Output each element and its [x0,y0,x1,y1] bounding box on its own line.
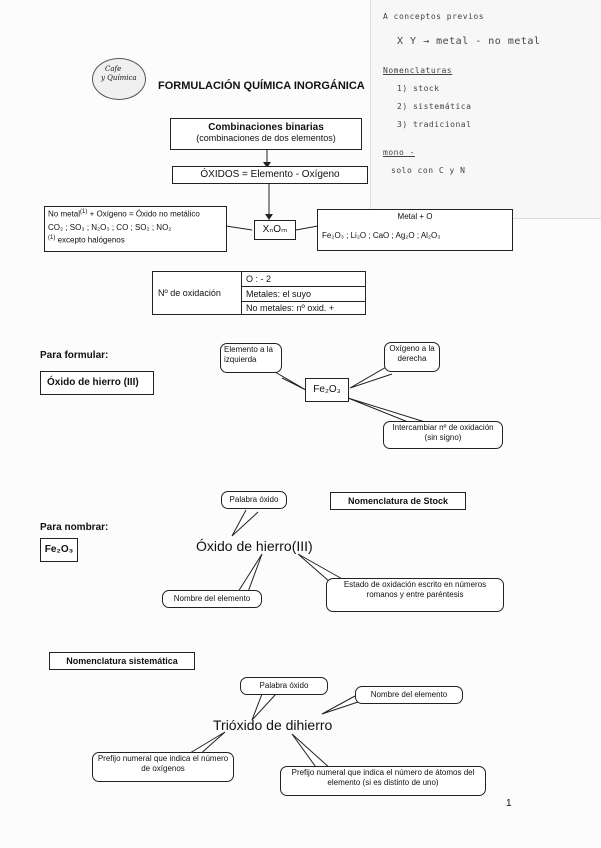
oxidos-box: ÓXIDOS = Elemento - Oxígeno [172,166,368,184]
stock-name: Óxido de hierro(III) [196,538,313,554]
logo: Cafe y Química [92,58,146,100]
metal-box: Metal + O Fe₂O₃ ; Li₂O ; CaO ; Ag₂O ; Al… [317,209,513,251]
nonmetal-examples: CO₂ ; SO₃ ; N₂O₃ ; CO ; SO₂ ; NO₂ [48,222,172,232]
oxidos-label: ÓXIDOS = Elemento - Oxígeno [200,169,340,180]
formular-example-box: Óxido de hierro (III) [40,371,154,395]
logo-line: Cafe [105,65,122,73]
sistematica-name: Trióxido de dihierro [213,717,333,733]
nonmetal-sup: (1) [80,209,88,215]
formular-example: Óxido de hierro (III) [47,377,139,388]
note-line: 1) stock [397,84,440,93]
sistematica-label-box: Nomenclatura sistemática [49,652,195,670]
callout-nombre-elemento: Nombre del elemento [162,590,262,608]
nonmetal-box: No metal(1) + Oxígeno = Óxido no metálic… [44,206,227,252]
handwritten-note: A conceptos previos X Y → metal - no met… [370,0,601,219]
oxidation-row: Metales: el suyo [242,287,366,302]
page-number: 1 [506,798,512,809]
page-title: FORMULACIÓN QUÍMICA INORGÁNICA [158,80,365,92]
note-line: solo con C y N [391,166,466,175]
binary-subtitle: (combinaciones de dos elementos) [196,133,336,143]
nombrar-formula-box: Fe₂O₃ [40,538,78,562]
formular-formula-box: Fe₂O₃ [305,378,349,402]
nonmetal-note-sup: (1) [48,234,56,241]
metal-line1: Metal + O [397,212,433,221]
callout-palabra-oxido: Palabra óxido [221,491,287,509]
note-line: mono - [383,148,415,157]
note-line: X Y → metal - no metal [397,36,541,47]
nombrar-heading: Para nombrar: [40,522,109,533]
nonmetal-line1-rest: + Oxígeno = Óxido no metálico [87,209,200,219]
nonmetal-line1: No metal [48,209,81,219]
sistematica-label: Nomenclatura sistemática [66,656,178,666]
formula-box: XₙOₘ [254,220,296,240]
binary-title: Combinaciones binarias [208,122,324,133]
callout-left: Elemento a la izquierda [220,343,282,373]
note-line: A conceptos previos [383,12,485,21]
callout-bottom: Intercambiar nº de oxidación (sin signo) [383,421,503,449]
note-line: 2) sistemática [397,102,472,111]
callout-estado-oxidacion: Estado de oxidación escrito en números r… [326,578,504,612]
stock-label-box: Nomenclatura de Stock [330,492,466,510]
oxidation-row: O : - 2 [242,272,366,287]
oxidation-table: Nº de oxidación O : - 2 Metales: el suyo… [152,271,366,315]
logo-line: y Química [101,74,137,82]
formular-formula: Fe₂O₃ [313,384,341,395]
oxidation-row: No metales: nº oxid. + [246,303,335,313]
note-line: Nomenclaturas [383,66,453,75]
callout-nombre-elemento-2: Nombre del elemento [355,686,463,704]
note-line: 3) tradicional [397,120,472,129]
binary-box: Combinaciones binarias (combinaciones de… [170,118,362,150]
stock-label: Nomenclatura de Stock [347,496,449,506]
callout-right: Oxígeno a la derecha [384,342,440,372]
callout-prefijo-oxigenos: Prefijo numeral que indica el número de … [92,752,234,782]
nonmetal-note: excepto halógenos [55,235,125,245]
callout-prefijo-elemento: Prefijo numeral que indica el número de … [280,766,486,796]
callout-palabra-oxido-2: Palabra óxido [240,677,328,695]
oxidation-label: Nº de oxidación [158,288,221,298]
formular-heading: Para formular: [40,350,109,361]
metal-examples: Fe₂O₃ ; Li₂O ; CaO ; Ag₂O ; Al₂O₃ [322,231,441,240]
nombrar-formula: Fe₂O₃ [44,544,74,555]
formula-label: XₙOₘ [262,224,288,235]
